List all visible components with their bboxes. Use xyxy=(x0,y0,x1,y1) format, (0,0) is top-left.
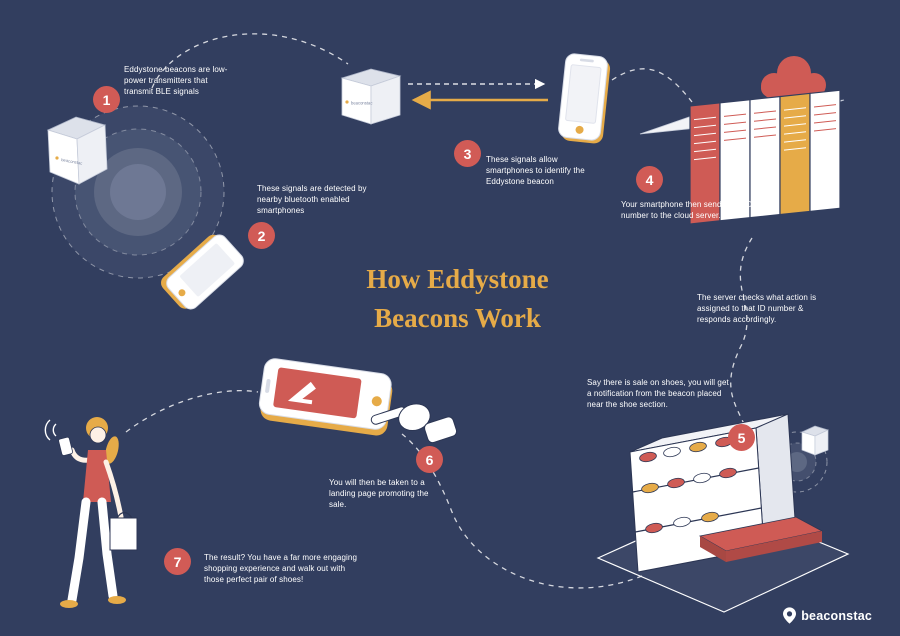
step-4-badge: 4 xyxy=(636,166,663,193)
beacon-3: beaconstac xyxy=(340,68,402,125)
title-line-1: How Eddystone xyxy=(366,264,549,294)
step-6-text: You will then be taken to a landing page… xyxy=(329,478,429,510)
step-2-badge: 2 xyxy=(248,222,275,249)
step-7-text: The result? You have a far more engaging… xyxy=(204,553,357,585)
location-pin-icon xyxy=(783,607,797,624)
smartphone-3 xyxy=(558,53,611,144)
step-2-text: These signals are detected by nearby blu… xyxy=(257,184,367,216)
cloud-icon xyxy=(761,56,826,99)
step-5-text: Say there is sale on shoes, you will get… xyxy=(587,378,729,410)
shopper-woman xyxy=(44,417,138,608)
display-table xyxy=(698,516,824,562)
brand-logo: beaconstac xyxy=(783,607,872,624)
step-1-text: Eddystone beacons are low-power transmit… xyxy=(124,65,228,97)
beacon-label: beaconstac xyxy=(61,157,83,166)
beacon-label: beaconstac xyxy=(351,101,372,106)
beacon-1: beaconstac xyxy=(46,116,108,185)
step-3-text: These signals allow smartphones to ident… xyxy=(486,155,585,187)
shoe-image xyxy=(287,381,316,405)
page-title: How Eddystone Beacons Work xyxy=(315,260,600,338)
step-6-badge: 6 xyxy=(416,446,443,473)
server-note-text: The server checks what action is assigne… xyxy=(697,293,817,325)
brand-logo-text: beaconstac xyxy=(801,608,872,623)
step-7-badge: 7 xyxy=(164,548,191,575)
pointing-hand xyxy=(370,403,458,444)
cloud-server xyxy=(639,89,845,225)
beacon-5 xyxy=(801,425,829,456)
step-3-badge: 3 xyxy=(454,140,481,167)
shoes xyxy=(639,436,737,534)
smartphone-2 xyxy=(161,234,244,310)
step-1-badge: 1 xyxy=(93,86,120,113)
step-5-badge: 5 xyxy=(728,424,755,451)
smartphone-6 xyxy=(258,358,393,436)
title-line-2: Beacons Work xyxy=(374,303,541,334)
shoe-shelf xyxy=(629,413,797,573)
step-4-text: Your smartphone then sends that ID numbe… xyxy=(621,200,753,221)
